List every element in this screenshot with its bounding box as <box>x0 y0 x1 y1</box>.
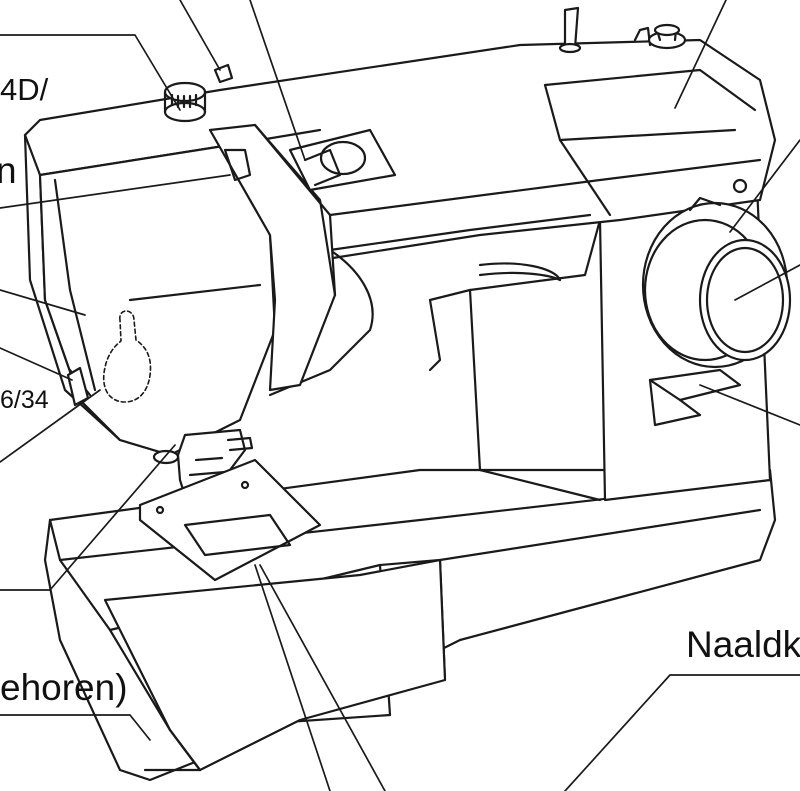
needle-plate <box>138 458 322 582</box>
handwheel <box>641 196 792 369</box>
bulb-outline <box>102 310 152 403</box>
accessory-compartment <box>103 558 447 772</box>
label-accessories: ehoren) <box>0 667 128 708</box>
label-page-reference: 6/34 <box>0 386 49 414</box>
label-fragment-n: n <box>0 150 17 191</box>
spool-pin-top <box>558 6 687 54</box>
bobbin-winder <box>288 128 397 192</box>
label-needle-plate: Naaldk <box>686 624 800 665</box>
reverse-lever <box>648 368 742 427</box>
take-up-lever-guard <box>208 123 337 392</box>
label-model-suffix: 4D/ <box>0 72 49 107</box>
